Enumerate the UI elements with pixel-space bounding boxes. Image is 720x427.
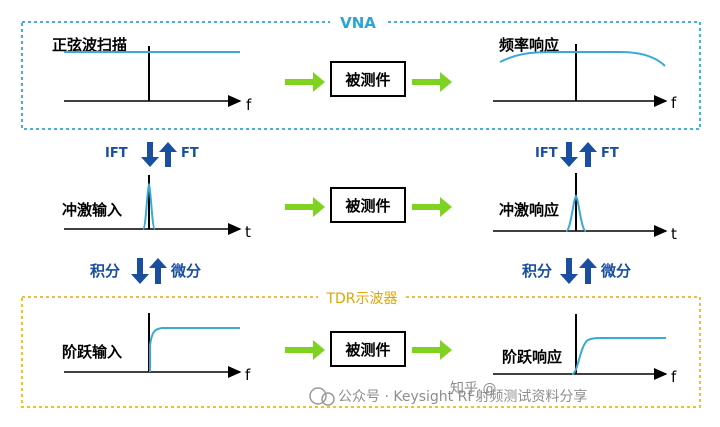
step-input-curve — [149, 327, 240, 372]
transform-left-bottom: 积分 微分 — [90, 258, 201, 284]
sine-output-curve — [499, 51, 666, 67]
sine-output-axis-label: f — [671, 94, 677, 112]
up-arrow-left-bottom — [149, 258, 167, 284]
dut-box-2 — [330, 187, 406, 223]
up-arrow-right-bottom — [579, 258, 597, 284]
dut-box-1 — [330, 61, 406, 97]
impulse-output-label: 冲激响应 — [499, 201, 559, 219]
dut-label-3: 被测件 — [345, 341, 390, 359]
row-step: 阶跃输入 f 被测件 阶跃响应 f — [62, 313, 677, 386]
derivative-label-right: 微分 — [600, 262, 631, 280]
green-arrow-1b — [412, 72, 452, 92]
ft-label-left: FT — [181, 146, 199, 161]
integral-label-left: 积分 — [90, 262, 120, 280]
tdr-label: TDR示波器 — [325, 291, 397, 307]
ft-label-right: FT — [601, 146, 619, 161]
up-arrow-right-top — [579, 142, 597, 167]
green-arrow-3b — [412, 340, 452, 360]
step-input-axis-label: f — [245, 366, 251, 384]
ift-label-left: IFT — [105, 146, 128, 161]
step-input-label: 阶跃输入 — [62, 343, 122, 361]
wechat-icon — [309, 387, 327, 405]
impulse-output-curve — [565, 194, 587, 232]
transform-right-top: IFT FT — [535, 142, 619, 167]
transform-left-top: IFT FT — [105, 142, 199, 167]
impulse-input-axis-label: t — [245, 223, 251, 241]
integral-label-right: 积分 — [522, 262, 552, 280]
impulse-output-axis-label: t — [671, 225, 677, 243]
down-arrow-left-top — [141, 142, 159, 167]
green-arrow-2b — [412, 197, 452, 217]
down-arrow-right-top — [560, 142, 578, 167]
ift-label-right: IFT — [535, 146, 558, 161]
dut-box-3 — [330, 331, 406, 367]
vna-label: VNA — [340, 14, 376, 32]
row-impulse: 冲激输入 t 被测件 冲激响应 t — [62, 173, 677, 243]
green-arrow-1a — [285, 72, 325, 92]
transform-right-bottom: 积分 微分 — [522, 258, 631, 284]
step-output-curve — [571, 337, 666, 375]
dut-label-2: 被测件 — [345, 197, 390, 215]
up-arrow-left-top — [159, 142, 177, 167]
derivative-label-left: 微分 — [170, 262, 201, 280]
watermark: 知乎 @ 公众号 · Keysight RF射频测试资料分享 — [309, 380, 587, 406]
down-arrow-right-bottom — [560, 258, 578, 284]
down-arrow-left-bottom — [131, 258, 149, 284]
wechat-icon-small — [321, 392, 335, 406]
row-sine: 正弦波扫描 f 被测件 频率响应 f — [52, 36, 677, 114]
step-output-label: 阶跃响应 — [502, 348, 562, 366]
vna-label-bg — [330, 12, 386, 32]
sine-output-label: 频率响应 — [499, 36, 559, 54]
impulse-input-label: 冲激输入 — [62, 201, 122, 219]
green-arrow-2a — [285, 197, 325, 217]
tdr-label-bg — [318, 288, 406, 308]
sine-input-axis-label: f — [246, 96, 252, 114]
step-output-axis-label: f — [671, 368, 677, 386]
watermark-text: 公众号 · Keysight RF射频测试资料分享 — [338, 388, 587, 405]
impulse-input-curve — [142, 182, 156, 230]
sine-input-label: 正弦波扫描 — [52, 36, 127, 54]
green-arrow-3a — [285, 340, 325, 360]
watermark-secondary: 知乎 @ — [450, 380, 496, 397]
dut-label-1: 被测件 — [345, 71, 390, 89]
